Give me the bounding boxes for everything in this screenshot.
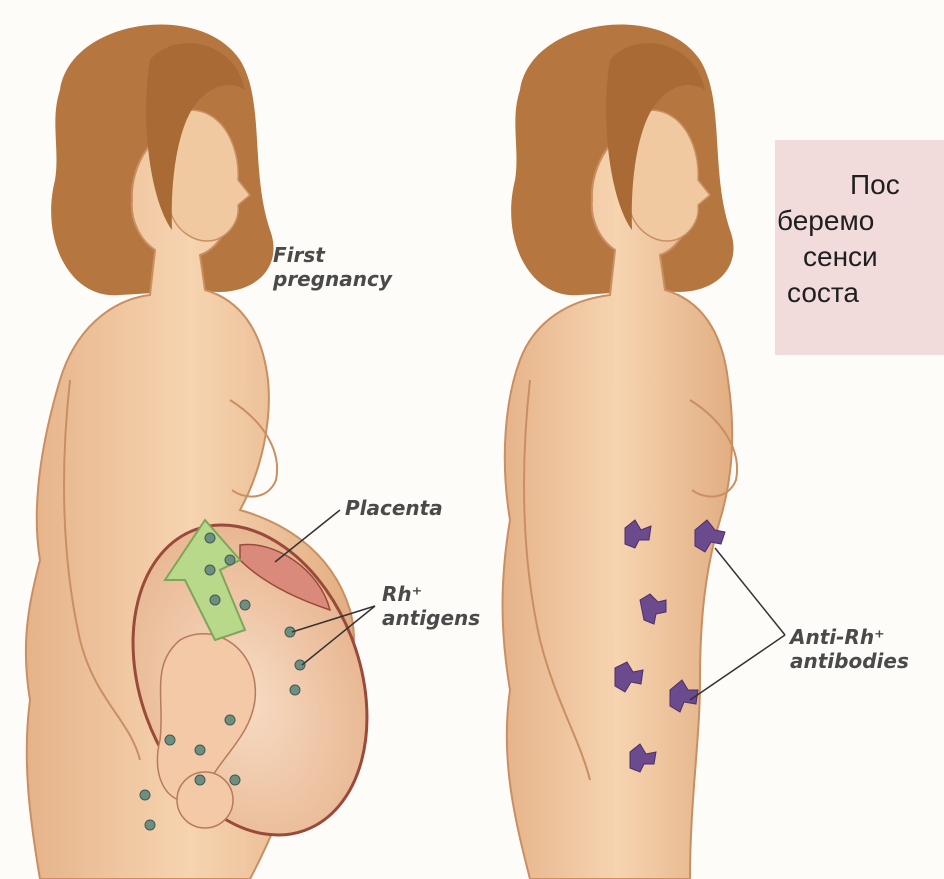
callout-line-2: беремо	[777, 204, 874, 238]
woman-figure-after	[503, 24, 786, 879]
first-pregnancy-label: First pregnancy	[273, 243, 392, 291]
rh-antigens-label: Rh⁺ antigens	[382, 582, 480, 630]
anti-rh-antibodies-label: Anti-Rh⁺ antibodies	[790, 625, 909, 673]
placenta-label: Placenta	[345, 496, 443, 520]
pregnant-woman-figure	[26, 24, 408, 879]
callout-line-3: сенси	[803, 240, 878, 274]
callout-line-4: соста	[787, 276, 859, 310]
callout-box: Пос беремо сенси соста	[775, 140, 944, 355]
callout-line-1: Пос	[850, 168, 900, 202]
